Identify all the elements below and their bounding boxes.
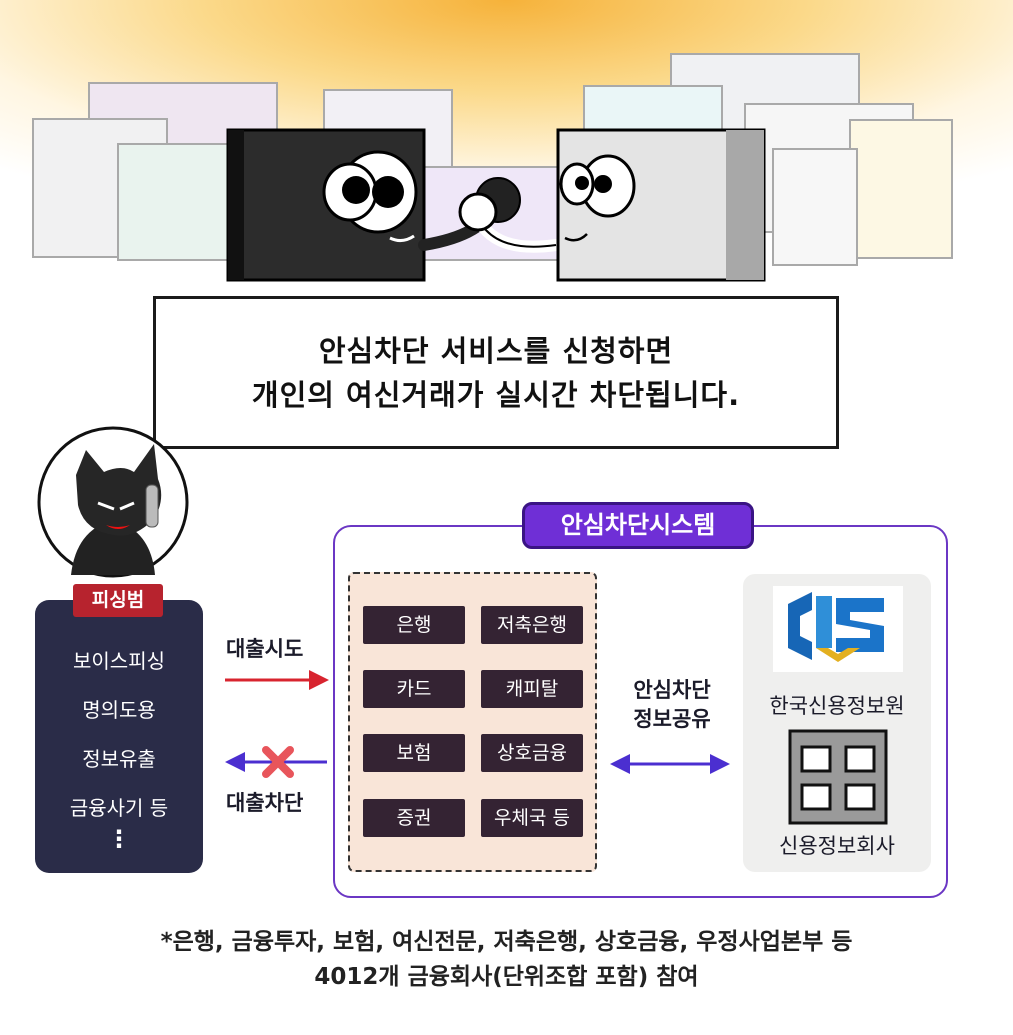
- footer-note: *은행, 금융투자, 보험, 여신전문, 저축은행, 상호금융, 우정사업본부 …: [0, 925, 1013, 995]
- institution-item: 카드: [363, 670, 465, 708]
- caption-line-1: 안심차단 서비스를 신청하면: [318, 333, 674, 368]
- loan-block-arrow: [225, 752, 327, 772]
- institution-item: 증권: [363, 799, 465, 837]
- loan-attempt-arrow: [225, 670, 329, 690]
- building-icon: [788, 729, 888, 825]
- phisher-tag: 피싱범: [73, 584, 163, 617]
- footer-line-2: 4012개 금융회사(단위조합 포함) 참여: [314, 964, 699, 990]
- phishing-types-box: [35, 600, 203, 873]
- info-share-label-2: 정보공유: [633, 707, 711, 731]
- institution-item: 보험: [363, 734, 465, 772]
- institution-item: 우체국 등: [481, 799, 583, 837]
- caption-line-2: 개인의 여신거래가 실시간 차단됩니다.: [251, 377, 741, 412]
- institution-item: 은행: [363, 606, 465, 644]
- card-characters-icon: [226, 128, 766, 282]
- loan-block-label: 대출차단: [226, 791, 304, 815]
- system-title: 안심차단시스템: [522, 502, 754, 549]
- institution-item: 캐피탈: [481, 670, 583, 708]
- loan-attempt-label: 대출시도: [226, 637, 304, 661]
- info-share-arrow: [610, 754, 730, 774]
- kcis-label: 한국신용정보원: [769, 694, 905, 718]
- bg-card: [849, 119, 953, 259]
- phishing-type-item: 보이스피싱: [73, 649, 165, 673]
- phishing-type-item: 정보유출: [82, 747, 156, 771]
- caption-box: 안심차단 서비스를 신청하면 개인의 여신거래가 실시간 차단됩니다.: [153, 296, 839, 449]
- credit-bureau-label: 신용정보회사: [779, 834, 895, 858]
- block-x-icon: [262, 746, 294, 778]
- institution-item: 저축은행: [481, 606, 583, 644]
- institution-item: 상호금융: [481, 734, 583, 772]
- info-share-label-1: 안심차단: [633, 678, 711, 702]
- kcis-logo-icon: [788, 592, 884, 662]
- bg-card: [772, 148, 858, 266]
- more-items-icon: ⋮: [107, 825, 131, 853]
- phishing-type-item: 금융사기 등: [69, 796, 169, 820]
- bg-card: [117, 143, 247, 261]
- footer-line-1: *은행, 금융투자, 보험, 여신전문, 저축은행, 상호금융, 우정사업본부 …: [160, 929, 853, 955]
- phishing-type-item: 명의도용: [82, 698, 156, 722]
- phisher-avatar: [37, 426, 189, 578]
